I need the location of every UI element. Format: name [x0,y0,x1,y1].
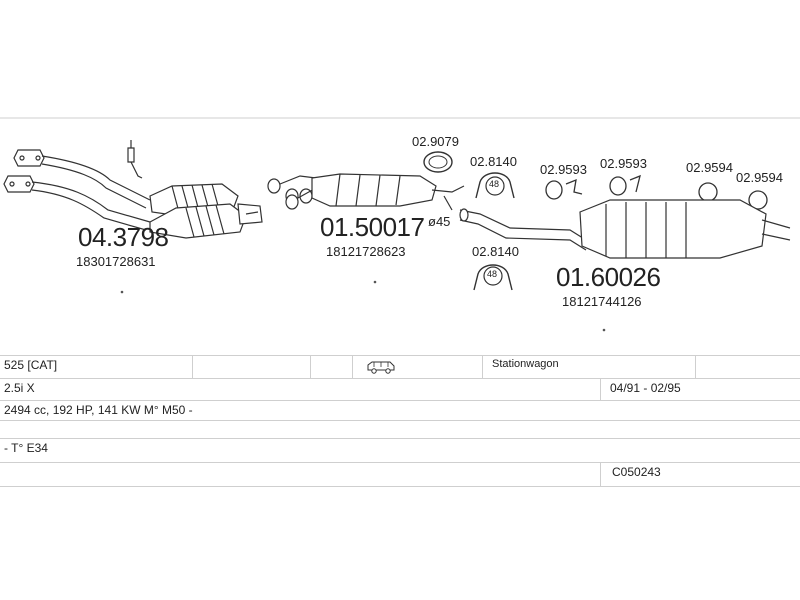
body-type: Stationwagon [492,358,559,370]
part-code-02-8140-bottom[interactable]: 02.8140 [472,244,519,259]
part-code-02-8140-top[interactable]: 02.8140 [470,154,517,169]
clamp-drawing [423,151,453,173]
part-code-02-9593-b[interactable]: 02.9593 [600,156,647,171]
ring-top-drawing [475,172,515,199]
part-oem-18121728623: 18121728623 [326,244,406,259]
vehicle-model: 525 [CAT] [4,358,58,372]
ring-size-bottom: 48 [487,269,498,279]
part-code-02-9594-b[interactable]: 02.9594 [736,170,783,185]
part-code-01-50017[interactable]: 01.50017 [320,212,425,242]
part-code-01-60026[interactable]: 01.60026 [556,262,661,292]
diameter-label: ø45 [428,214,451,229]
rear-silencer-drawing [459,199,791,259]
reference-code: C050243 [612,465,661,479]
part-oem-18121744126: 18121744126 [562,294,642,309]
front-pipe-catalyst-drawing [3,140,263,239]
station-wagon-icon [366,359,396,375]
engine-spec: 2494 cc, 192 HP, 141 KW M° M50 - [4,403,193,417]
part-code-02-9594-a[interactable]: 02.9594 [686,160,733,175]
ring-bottom-drawing [473,264,513,291]
chassis-code: - T° E34 [4,441,48,455]
part-code-04-3798[interactable]: 04.3798 [78,222,169,252]
production-years: 04/91 - 02/95 [610,381,681,395]
hangers-drawing [545,174,768,210]
engine-version: 2.5i X [4,381,35,395]
part-code-02-9593-a[interactable]: 02.9593 [540,162,587,177]
part-oem-18301728631: 18301728631 [76,254,156,269]
part-code-02-9079[interactable]: 02.9079 [412,134,459,149]
middle-silencer-drawing [267,173,465,211]
ring-size-top: 48 [489,179,500,189]
